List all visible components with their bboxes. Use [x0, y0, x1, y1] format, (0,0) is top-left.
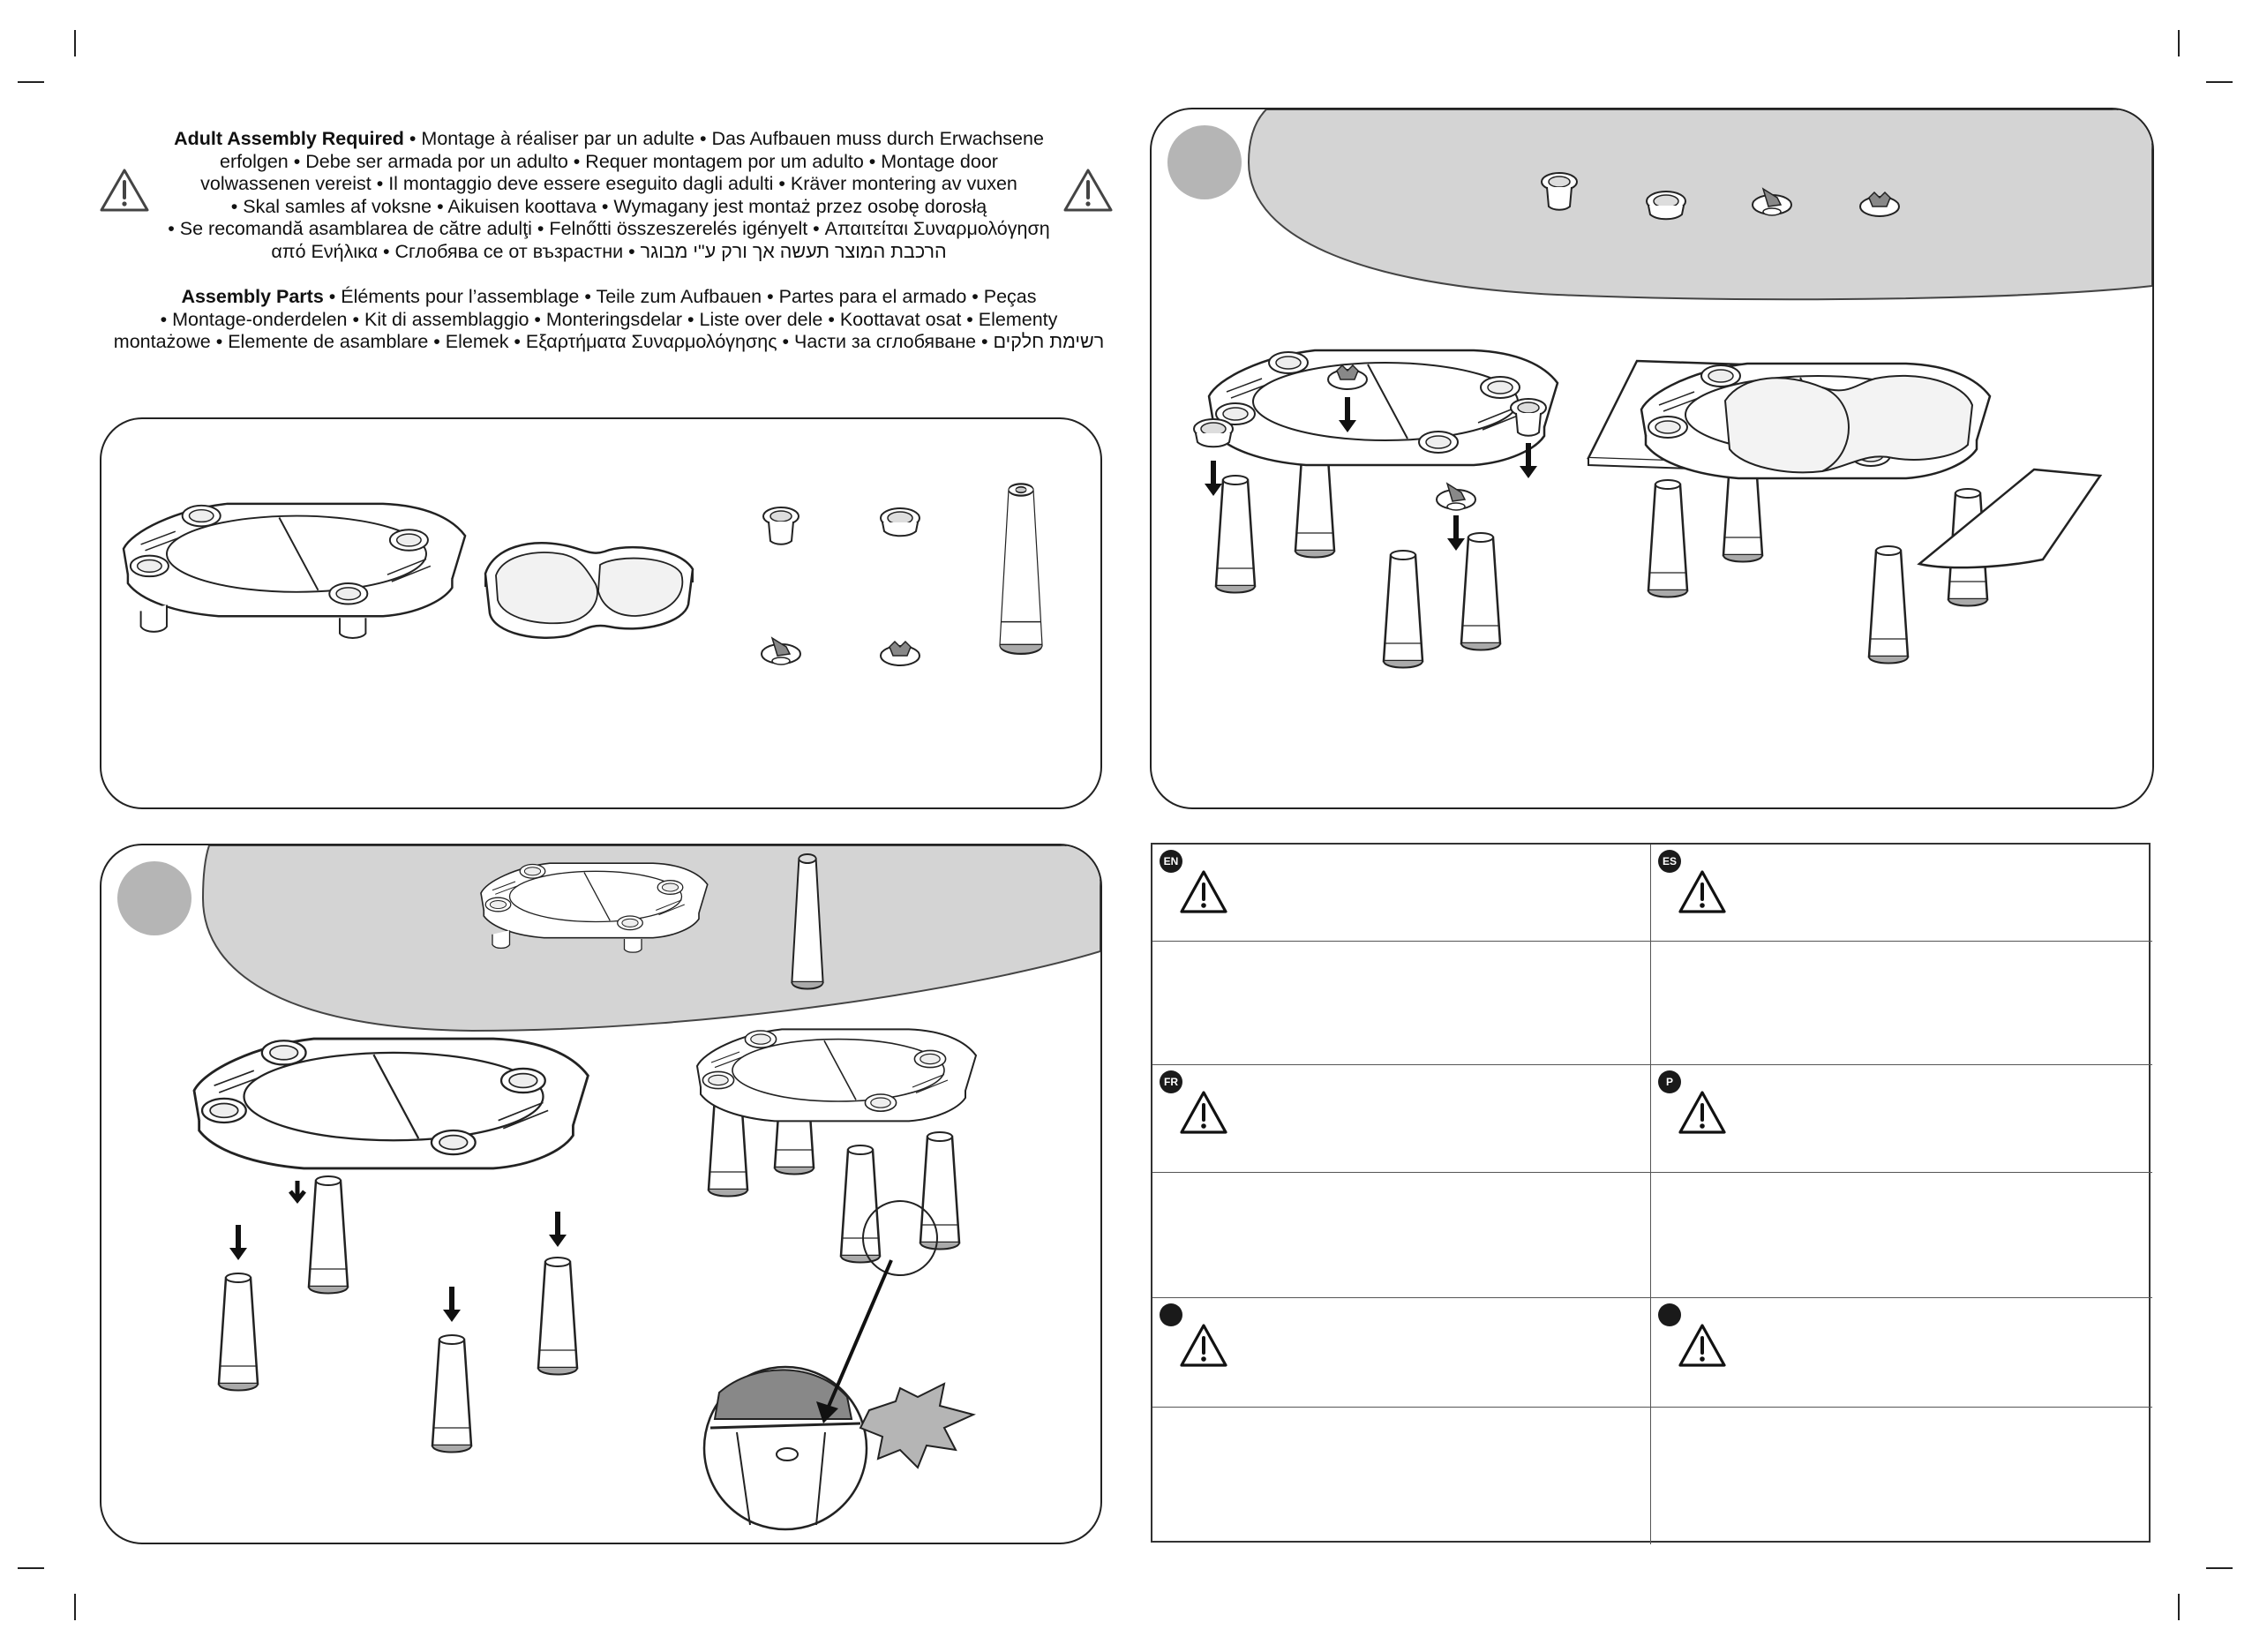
crop-mark — [2178, 30, 2180, 56]
warning-triangle-icon — [1180, 1324, 1227, 1367]
warning-triangle-icon — [1180, 1091, 1227, 1134]
parts-panel — [100, 417, 1102, 809]
warnings-table: EN ES FR P — [1151, 843, 2152, 1544]
assembly-required-line: volwassenen vereist • Il montaggio deve … — [200, 173, 1017, 194]
warning-triangle-icon — [1678, 1091, 1726, 1134]
step-2-panel — [100, 844, 1102, 1544]
language-badge — [1658, 1303, 1681, 1326]
crop-mark — [18, 81, 44, 83]
table-with-legs-illustration — [1214, 439, 1502, 669]
adult-assembly-required-text: Adult Assembly Required • Montage à réal… — [97, 128, 1121, 263]
lid-right — [1917, 468, 2103, 569]
warning-header-cell — [1651, 1298, 2152, 1408]
warning-triangle-icon — [1180, 870, 1227, 913]
warning-header-cell: ES — [1651, 845, 2152, 942]
starburst-icon — [859, 1382, 976, 1469]
warning-triangle-icon — [1678, 870, 1726, 913]
language-badge: EN — [1160, 850, 1182, 873]
assembly-required-line: • Montage à réaliser par un adulte • Das… — [403, 128, 1044, 149]
assembly-required-line: • Skal samles af voksne • Aikuisen koott… — [230, 195, 987, 217]
assembly-parts-line: • Éléments pour l’assemblage • Teile zum… — [323, 286, 1037, 307]
crop-mark — [74, 1594, 76, 1620]
assembly-parts-line: • Montage-onderdelen • Kit di assemblagg… — [160, 308, 1058, 330]
language-badge: FR — [1160, 1070, 1182, 1093]
warning-text-cell — [1152, 1408, 1651, 1544]
crop-mark — [2178, 1594, 2180, 1620]
leg-part-illustration — [791, 853, 824, 990]
parts-banner — [1247, 109, 2152, 301]
language-badge: P — [1658, 1070, 1681, 1093]
leg-part-illustration — [999, 483, 1043, 655]
warning-header-cell: P — [1651, 1065, 2152, 1173]
tabletop-illustration — [122, 502, 467, 639]
language-badge: ES — [1658, 850, 1681, 873]
warning-text-cell — [1651, 1408, 2152, 1544]
warning-triangle-icon — [1063, 169, 1113, 212]
crop-mark — [2206, 81, 2233, 83]
crop-mark — [74, 30, 76, 56]
plug-part-illustration — [762, 507, 799, 545]
assembly-parts-heading: Assembly Parts — [181, 286, 324, 307]
warning-header-cell: FR — [1152, 1065, 1651, 1173]
assembly-required-line: από Ενήλικα • Сглобява се от възрастни •… — [271, 240, 947, 262]
star-cap-part-illustration — [880, 641, 920, 666]
warning-text-cell — [1651, 1173, 2152, 1298]
cap-part-illustration — [880, 507, 920, 537]
warning-text-cell — [1152, 942, 1651, 1065]
assembly-parts-line: montażowe • Elemente de asamblare • Elem… — [113, 331, 1105, 352]
assembly-parts-text: Assembly Parts • Éléments pour l’assembl… — [97, 286, 1121, 354]
warning-text-cell — [1152, 1173, 1651, 1298]
header-text: Adult Assembly Required • Montage à réal… — [97, 128, 1121, 354]
warning-text-cell — [1651, 942, 2152, 1065]
warning-triangle-icon — [100, 169, 149, 212]
step-1-panel — [1150, 108, 2154, 809]
table-illustration — [192, 1037, 589, 1170]
step-circle-icon — [117, 861, 191, 935]
assembly-required-line: erfolgen • Debe ser armada por un adulto… — [220, 150, 998, 172]
warning-header-cell — [1152, 1298, 1651, 1408]
sandbox-tray-illustration — [484, 542, 694, 639]
knob-part-illustration — [761, 637, 801, 665]
adult-assembly-heading: Adult Assembly Required — [174, 128, 404, 149]
assembly-required-line: • Se recomandă asamblarea de către adulţ… — [168, 218, 1050, 239]
crop-mark — [18, 1567, 44, 1569]
warning-header-cell: EN — [1152, 845, 1651, 942]
step-circle-icon — [1167, 125, 1242, 199]
assembled-table-illustration — [695, 1028, 978, 1123]
crop-mark — [2206, 1567, 2233, 1569]
language-badge — [1160, 1303, 1182, 1326]
warning-triangle-icon — [1678, 1324, 1726, 1367]
